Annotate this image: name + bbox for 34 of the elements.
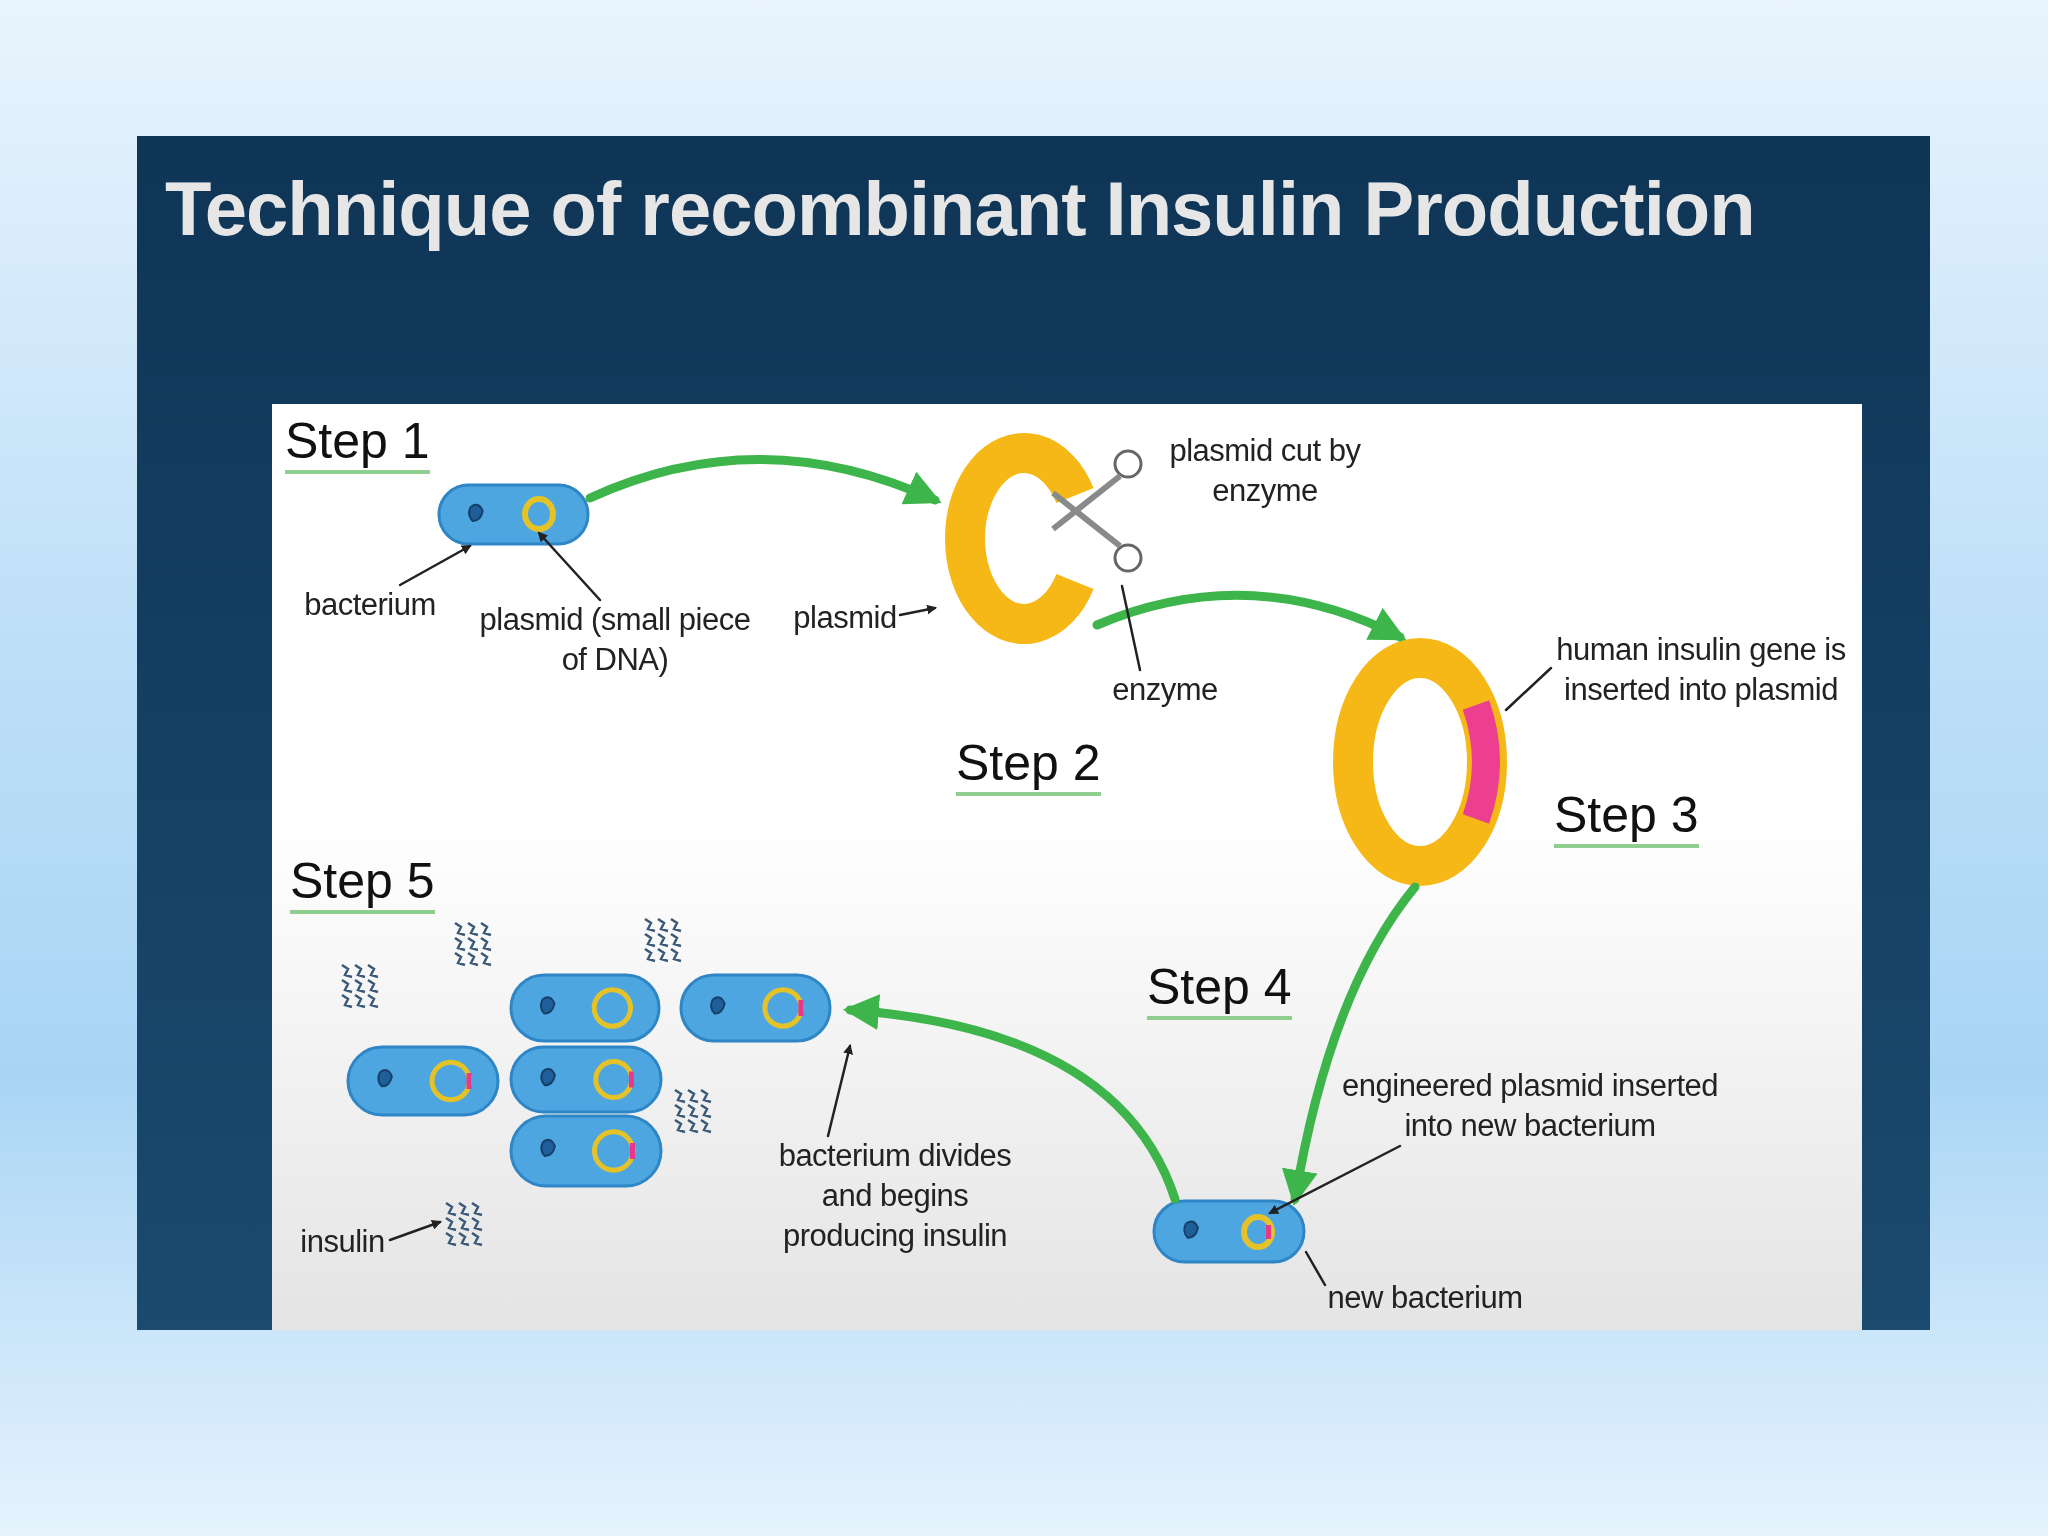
process-arrow: [1092, 591, 1407, 642]
step-heading: Step 2: [956, 734, 1101, 796]
plasmid-ring-drawing: [521, 495, 557, 533]
process-arrow: [842, 994, 1180, 1204]
plasmid-ring-drawing: [1332, 637, 1508, 887]
bacterium-drawing: [1152, 1199, 1306, 1264]
callout-label: insulin: [295, 1222, 390, 1262]
plasmid-ring-drawing: [1240, 1213, 1276, 1251]
callout-label: plasmid: [790, 598, 900, 638]
callout-label: enzyme: [1105, 670, 1225, 710]
callout-label: bacterium divides and begins producing insulin: [770, 1136, 1020, 1256]
callout-label: plasmid (small piece of DNA): [465, 600, 765, 680]
callout-label: engineered plasmid inserted into new bacterium: [1340, 1066, 1720, 1146]
callout-label: human insulin gene is inserted into plasmid: [1551, 630, 1851, 710]
leader-line: [1504, 666, 1553, 712]
step-heading: Step 1: [285, 412, 430, 474]
slide-title: Technique of recombinant Insulin Production: [165, 165, 1755, 252]
callout-label: new bacterium: [1325, 1278, 1525, 1318]
leader-line: [826, 1044, 853, 1138]
leader-line: [1304, 1250, 1327, 1287]
leader-line: [398, 544, 472, 587]
leader-line: [1268, 1144, 1402, 1215]
leader-line: [537, 531, 602, 602]
leader-line: [1120, 584, 1142, 672]
step-heading: Step 4: [1147, 958, 1292, 1020]
callout-label: bacterium: [300, 585, 440, 625]
process-arrow: [585, 455, 942, 506]
caption-text: plasmid cut by enzyme: [1168, 432, 1362, 510]
process-arrow: [1282, 882, 1420, 1207]
leader-line: [898, 604, 937, 617]
bacterium-drawing: [437, 483, 590, 546]
leader-line: [388, 1220, 442, 1242]
step-heading: Step 5: [290, 852, 435, 914]
step-heading: Step 3: [1554, 786, 1699, 848]
